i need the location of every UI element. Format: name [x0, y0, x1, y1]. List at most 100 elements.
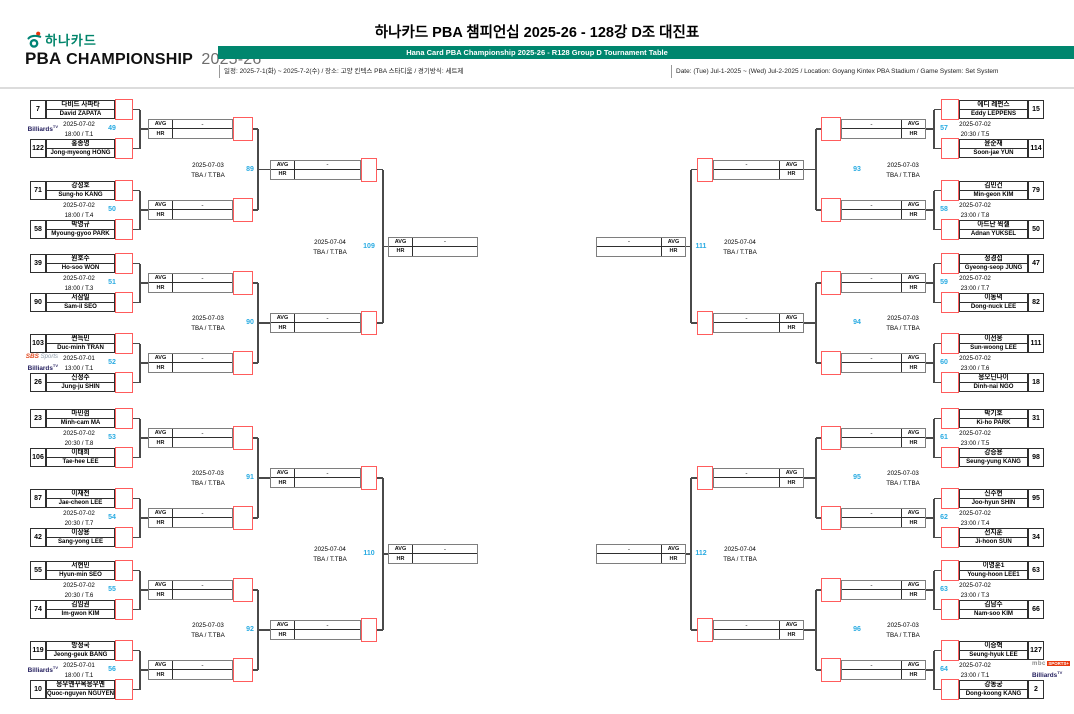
header-divider — [0, 87, 1074, 89]
match-date: 2025-07-04 — [724, 546, 756, 553]
connector-line — [934, 536, 941, 539]
winner-slot — [941, 333, 959, 354]
avg-value: - — [201, 201, 204, 209]
hr-label: HR — [901, 363, 925, 372]
player-name-ko: 응오딘나이 — [960, 374, 1027, 383]
match-number: 94 — [853, 319, 861, 326]
player-name-ko: 다비드 사파타 — [47, 101, 114, 110]
hr-label: HR — [149, 518, 173, 527]
connector-line — [140, 128, 148, 130]
player-name-en: Dong-nuck LEE — [970, 303, 1017, 310]
connector-line — [926, 282, 934, 284]
billiards-tv-logo: BilliardsTV — [27, 665, 58, 675]
connector-line — [934, 381, 941, 384]
match-number: 111 — [695, 242, 707, 250]
player-name-en: Tae-hee LEE — [62, 458, 99, 465]
avg-label: AVG — [779, 469, 803, 477]
avg-label: AVG — [901, 509, 925, 517]
player-name-ko: 김남수 — [960, 601, 1027, 610]
winner-slot — [941, 219, 959, 240]
connector-line — [253, 589, 258, 591]
player-name-ko: 강승용 — [960, 449, 1027, 458]
player-name-ko: 정경섭 — [960, 255, 1027, 264]
seed-box: 50 — [1028, 220, 1044, 239]
player-name-en: Nam-soo KIM — [974, 610, 1013, 617]
winner-slot — [941, 138, 959, 159]
hr-value — [842, 210, 901, 219]
avg-label: AVG — [901, 661, 925, 669]
connector-line — [934, 189, 941, 192]
connector-line — [133, 456, 140, 459]
hr-label: HR — [901, 210, 925, 219]
connector-line — [816, 517, 821, 519]
connector-line — [133, 649, 140, 652]
winner-slot — [697, 157, 713, 182]
avg-value: - — [201, 661, 204, 669]
match-number: 60 — [940, 359, 948, 366]
player-name-en: Min-geon KIM — [973, 191, 1014, 198]
hr-value — [173, 363, 232, 372]
connector-line — [140, 362, 148, 364]
match-time: TBA / T.TBA — [886, 480, 920, 487]
avg-label: AVG — [779, 621, 803, 629]
match-date: 2025-07-01 — [63, 355, 95, 362]
hr-value — [714, 323, 779, 332]
seed-box: 31 — [1028, 409, 1044, 428]
connector-line — [383, 553, 388, 555]
match-number: 54 — [108, 514, 116, 521]
avg-label: AVG — [271, 160, 295, 169]
player-name-ko: 김임권 — [47, 601, 114, 610]
match-date: 2025-07-02 — [63, 430, 95, 437]
match-number: 59 — [940, 279, 948, 286]
avg-label: AVG — [149, 581, 173, 589]
avg-value: - — [326, 621, 329, 629]
hana-logo-text: 하나카드 — [45, 33, 97, 48]
match-time: 23:00 / T.5 — [960, 440, 990, 447]
connector-line — [815, 129, 817, 210]
match-number: 89 — [246, 165, 254, 173]
player-name-ko: 쩐득민 — [47, 335, 114, 344]
connector-line — [383, 245, 388, 248]
player-name-ko: 이재천 — [47, 490, 114, 499]
connector-line — [253, 209, 258, 211]
connector-line — [934, 608, 941, 611]
avg-label: AVG — [149, 201, 173, 209]
seed-box: 39 — [30, 254, 46, 273]
player-name-ko: 강성호 — [47, 182, 114, 191]
schedule-info-en: Date: (Tue) Jul-1-2025 ~ (Wed) Jul-2-202… — [671, 65, 998, 78]
winner-slot — [115, 560, 133, 581]
hr-value — [597, 554, 661, 563]
connector-line — [253, 282, 258, 284]
avg-label: AVG — [901, 429, 925, 437]
avg-value: - — [870, 661, 873, 669]
winner-slot — [115, 253, 133, 274]
connector-line — [934, 228, 941, 231]
winner-slot — [115, 527, 133, 548]
winner-slot — [941, 372, 959, 393]
match-time: TBA / T.TBA — [723, 556, 757, 563]
connector-line — [934, 456, 941, 459]
hr-value — [842, 363, 901, 372]
match-time: TBA / T.TBA — [886, 632, 920, 639]
seed-box: 23 — [30, 409, 46, 428]
match-number: 57 — [940, 125, 948, 132]
connector-line — [934, 301, 941, 304]
avg-value: - — [201, 509, 204, 517]
hr-label: HR — [149, 283, 173, 292]
hr-value — [714, 630, 779, 639]
connector-line — [926, 437, 934, 439]
match-time: TBA / T.TBA — [313, 556, 347, 563]
player-name-ko: 이영훈1 — [960, 562, 1027, 571]
match-number: 51 — [108, 279, 116, 286]
avg-label: AVG — [389, 545, 413, 553]
